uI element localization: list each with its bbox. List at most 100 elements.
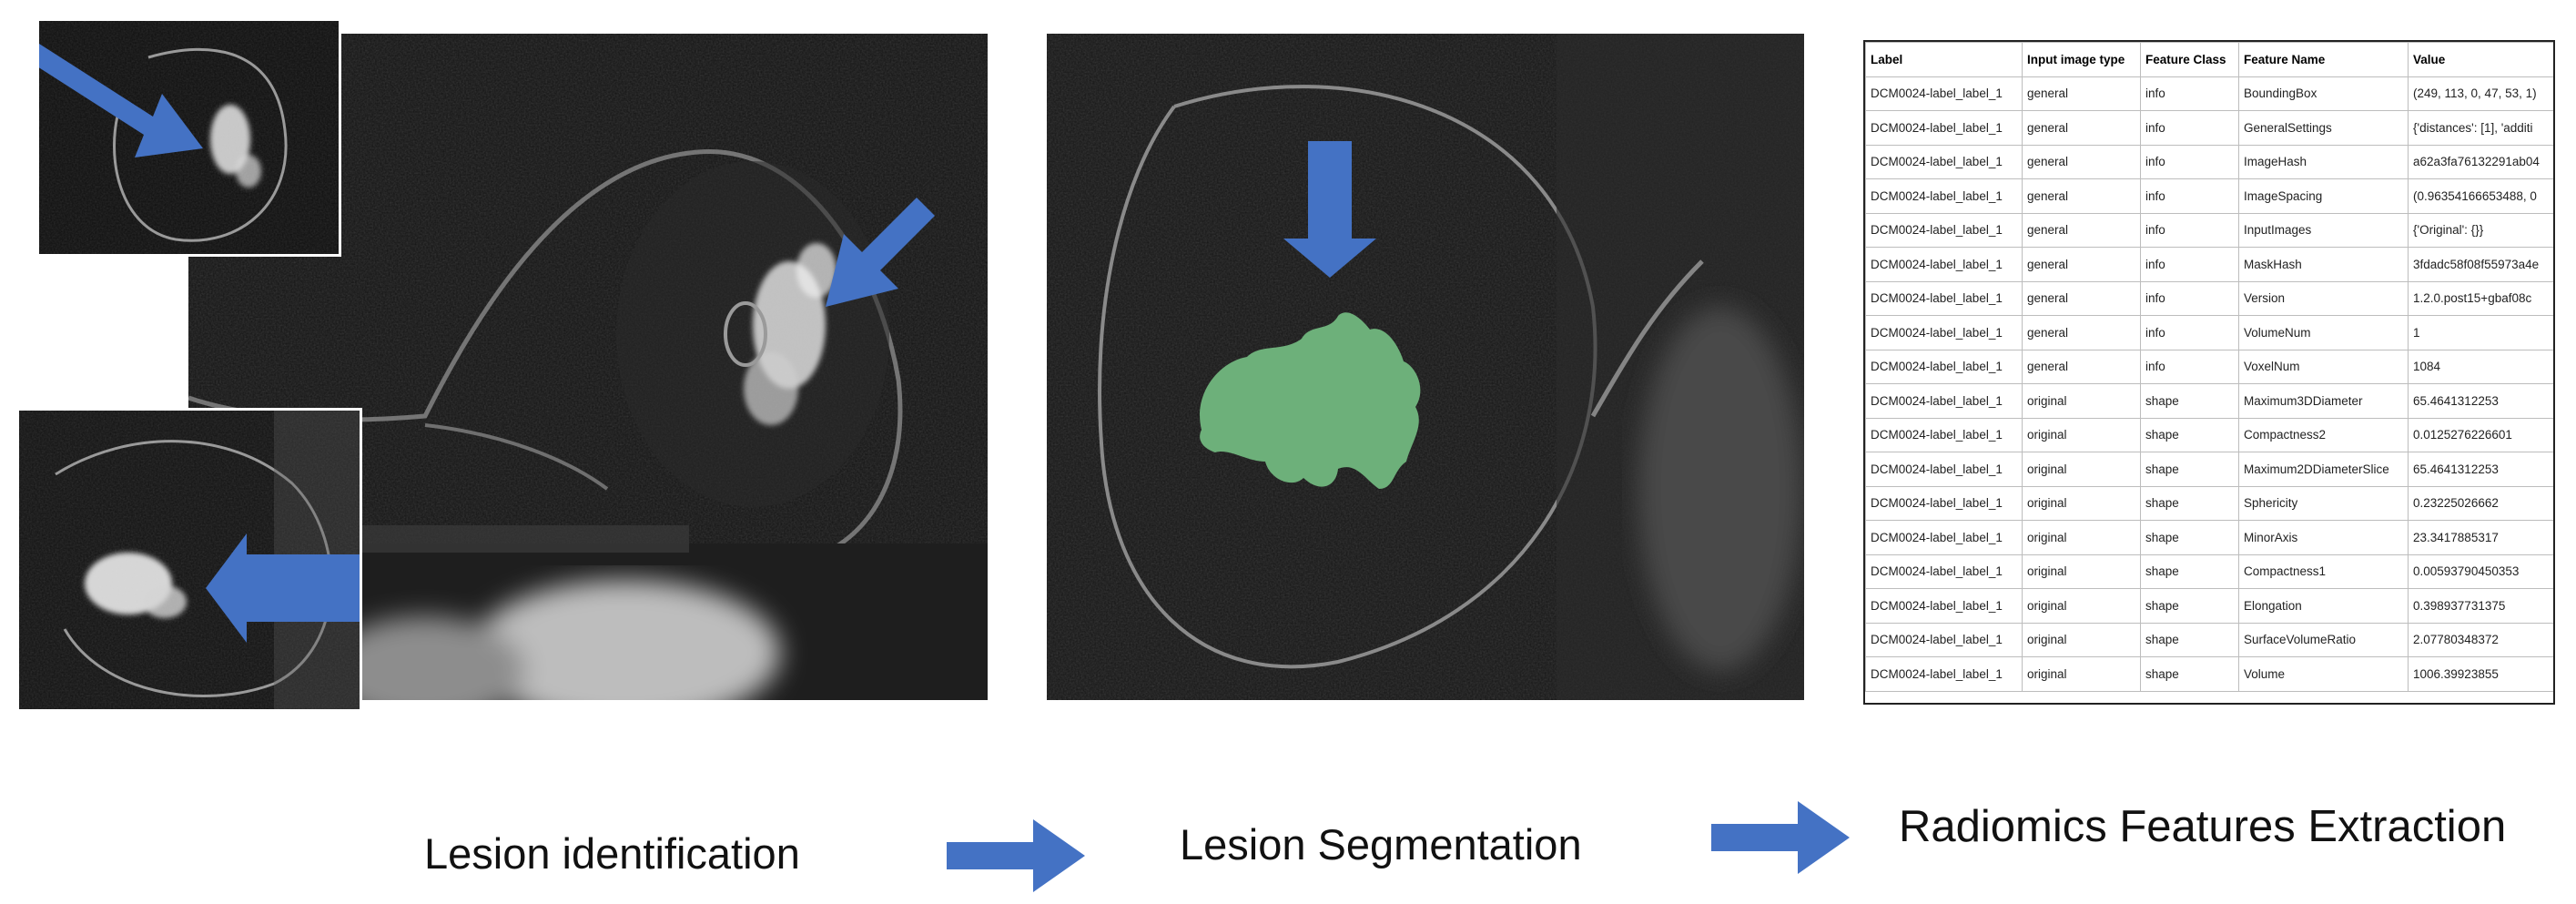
cell-input-image-type: general bbox=[2022, 280, 2141, 316]
cell-label: DCM0024-label_label_1 bbox=[1865, 110, 2023, 146]
cell-feature-name: Compactness1 bbox=[2238, 554, 2409, 589]
cell-label: DCM0024-label_label_1 bbox=[1865, 178, 2023, 214]
cell-label: DCM0024-label_label_1 bbox=[1865, 212, 2023, 248]
cell-value: {'Original': {}} bbox=[2408, 212, 2553, 248]
cell-label: DCM0024-label_label_1 bbox=[1865, 554, 2023, 589]
cell-feature-name: GeneralSettings bbox=[2238, 110, 2409, 146]
cell-value: 0.23225026662 bbox=[2408, 485, 2553, 521]
cell-label: DCM0024-label_label_1 bbox=[1865, 280, 2023, 316]
cell-input-image-type: general bbox=[2022, 178, 2141, 214]
cell-feature-class: info bbox=[2140, 212, 2239, 248]
cell-input-image-type: original bbox=[2022, 452, 2141, 487]
cell-feature-class: info bbox=[2140, 280, 2239, 316]
cell-label: DCM0024-label_label_1 bbox=[1865, 588, 2023, 624]
cell-input-image-type: general bbox=[2022, 349, 2141, 384]
inset-mri-image bbox=[39, 21, 339, 254]
column-header-value: Value bbox=[2408, 42, 2553, 77]
cell-value: 2.07780348372 bbox=[2408, 622, 2553, 657]
step-label-feature-extraction: Radiomics Features Extraction bbox=[1899, 802, 2507, 851]
cell-feature-name: Version bbox=[2238, 280, 2409, 316]
inset-mri-image-2 bbox=[19, 411, 360, 709]
table-header-row: Label Input image type Feature Class Fea… bbox=[1865, 42, 2553, 77]
cell-feature-name: MinorAxis bbox=[2238, 520, 2409, 555]
cell-value: 1084 bbox=[2408, 349, 2553, 384]
cell-label: DCM0024-label_label_1 bbox=[1865, 144, 2023, 179]
cell-input-image-type: general bbox=[2022, 212, 2141, 248]
segmentation-mask bbox=[1200, 312, 1421, 489]
cell-label: DCM0024-label_label_1 bbox=[1865, 383, 2023, 419]
flow-arrow-1 bbox=[947, 819, 1085, 892]
cell-label: DCM0024-label_label_1 bbox=[1865, 622, 2023, 657]
inset-arrow-2 bbox=[206, 533, 360, 643]
cell-label: DCM0024-label_label_1 bbox=[1865, 520, 2023, 555]
inset-arrow bbox=[39, 44, 203, 157]
cell-value: (249, 113, 0, 47, 53, 1) bbox=[2408, 76, 2553, 111]
cell-label: DCM0024-label_label_1 bbox=[1865, 417, 2023, 452]
cell-feature-name: VoxelNum bbox=[2238, 349, 2409, 384]
cell-input-image-type: general bbox=[2022, 144, 2141, 179]
cell-label: DCM0024-label_label_1 bbox=[1865, 485, 2023, 521]
flow-arrow-2 bbox=[1711, 801, 1850, 874]
cell-value: 0.0125276226601 bbox=[2408, 417, 2553, 452]
cell-feature-name: ImageSpacing bbox=[2238, 178, 2409, 214]
cell-feature-class: shape bbox=[2140, 656, 2239, 692]
cell-feature-class: info bbox=[2140, 247, 2239, 282]
cell-feature-class: shape bbox=[2140, 383, 2239, 419]
cell-input-image-type: general bbox=[2022, 76, 2141, 111]
cell-value: 1.2.0.post15+gbaf08c bbox=[2408, 280, 2553, 316]
cell-feature-name: Sphericity bbox=[2238, 485, 2409, 521]
cell-feature-class: info bbox=[2140, 76, 2239, 111]
cell-label: DCM0024-label_label_1 bbox=[1865, 76, 2023, 111]
cell-value: 1 bbox=[2408, 315, 2553, 350]
column-header-feature-class: Feature Class bbox=[2140, 42, 2239, 77]
cell-feature-class: info bbox=[2140, 110, 2239, 146]
cell-feature-name: Maximum2DDiameterSlice bbox=[2238, 452, 2409, 487]
cell-input-image-type: original bbox=[2022, 383, 2141, 419]
column-header-label: Label bbox=[1865, 42, 2023, 77]
lesion-arrow bbox=[826, 198, 935, 307]
cell-feature-class: shape bbox=[2140, 588, 2239, 624]
cell-input-image-type: original bbox=[2022, 656, 2141, 692]
cell-feature-name: SurfaceVolumeRatio bbox=[2238, 622, 2409, 657]
cell-input-image-type: original bbox=[2022, 520, 2141, 555]
cell-value: a62a3fa76132291ab04 bbox=[2408, 144, 2553, 179]
column-header-input-image-type: Input image type bbox=[2022, 42, 2141, 77]
step-label-identification: Lesion identification bbox=[424, 829, 800, 878]
cell-input-image-type: original bbox=[2022, 485, 2141, 521]
cell-feature-class: info bbox=[2140, 315, 2239, 350]
cell-feature-name: ImageHash bbox=[2238, 144, 2409, 179]
cell-feature-name: Volume bbox=[2238, 656, 2409, 692]
cell-value: (0.96354166653488, 0 bbox=[2408, 178, 2553, 214]
cell-value: {'distances': [1], 'additi bbox=[2408, 110, 2553, 146]
cell-input-image-type: original bbox=[2022, 588, 2141, 624]
cell-input-image-type: general bbox=[2022, 315, 2141, 350]
cell-label: DCM0024-label_label_1 bbox=[1865, 349, 2023, 384]
cell-input-image-type: original bbox=[2022, 554, 2141, 589]
segmentation-arrow bbox=[1283, 141, 1376, 278]
cell-label: DCM0024-label_label_1 bbox=[1865, 247, 2023, 282]
cell-label: DCM0024-label_label_1 bbox=[1865, 452, 2023, 487]
segmentation-mri-image bbox=[1047, 34, 1804, 700]
cell-feature-class: shape bbox=[2140, 452, 2239, 487]
cell-feature-class: shape bbox=[2140, 554, 2239, 589]
cell-value: 1006.39923855 bbox=[2408, 656, 2553, 692]
cell-feature-name: Elongation bbox=[2238, 588, 2409, 624]
cell-value: 65.4641312253 bbox=[2408, 452, 2553, 487]
cell-input-image-type: general bbox=[2022, 247, 2141, 282]
cell-feature-name: InputImages bbox=[2238, 212, 2409, 248]
cell-input-image-type: general bbox=[2022, 110, 2141, 146]
cell-input-image-type: original bbox=[2022, 622, 2141, 657]
cell-feature-class: shape bbox=[2140, 485, 2239, 521]
